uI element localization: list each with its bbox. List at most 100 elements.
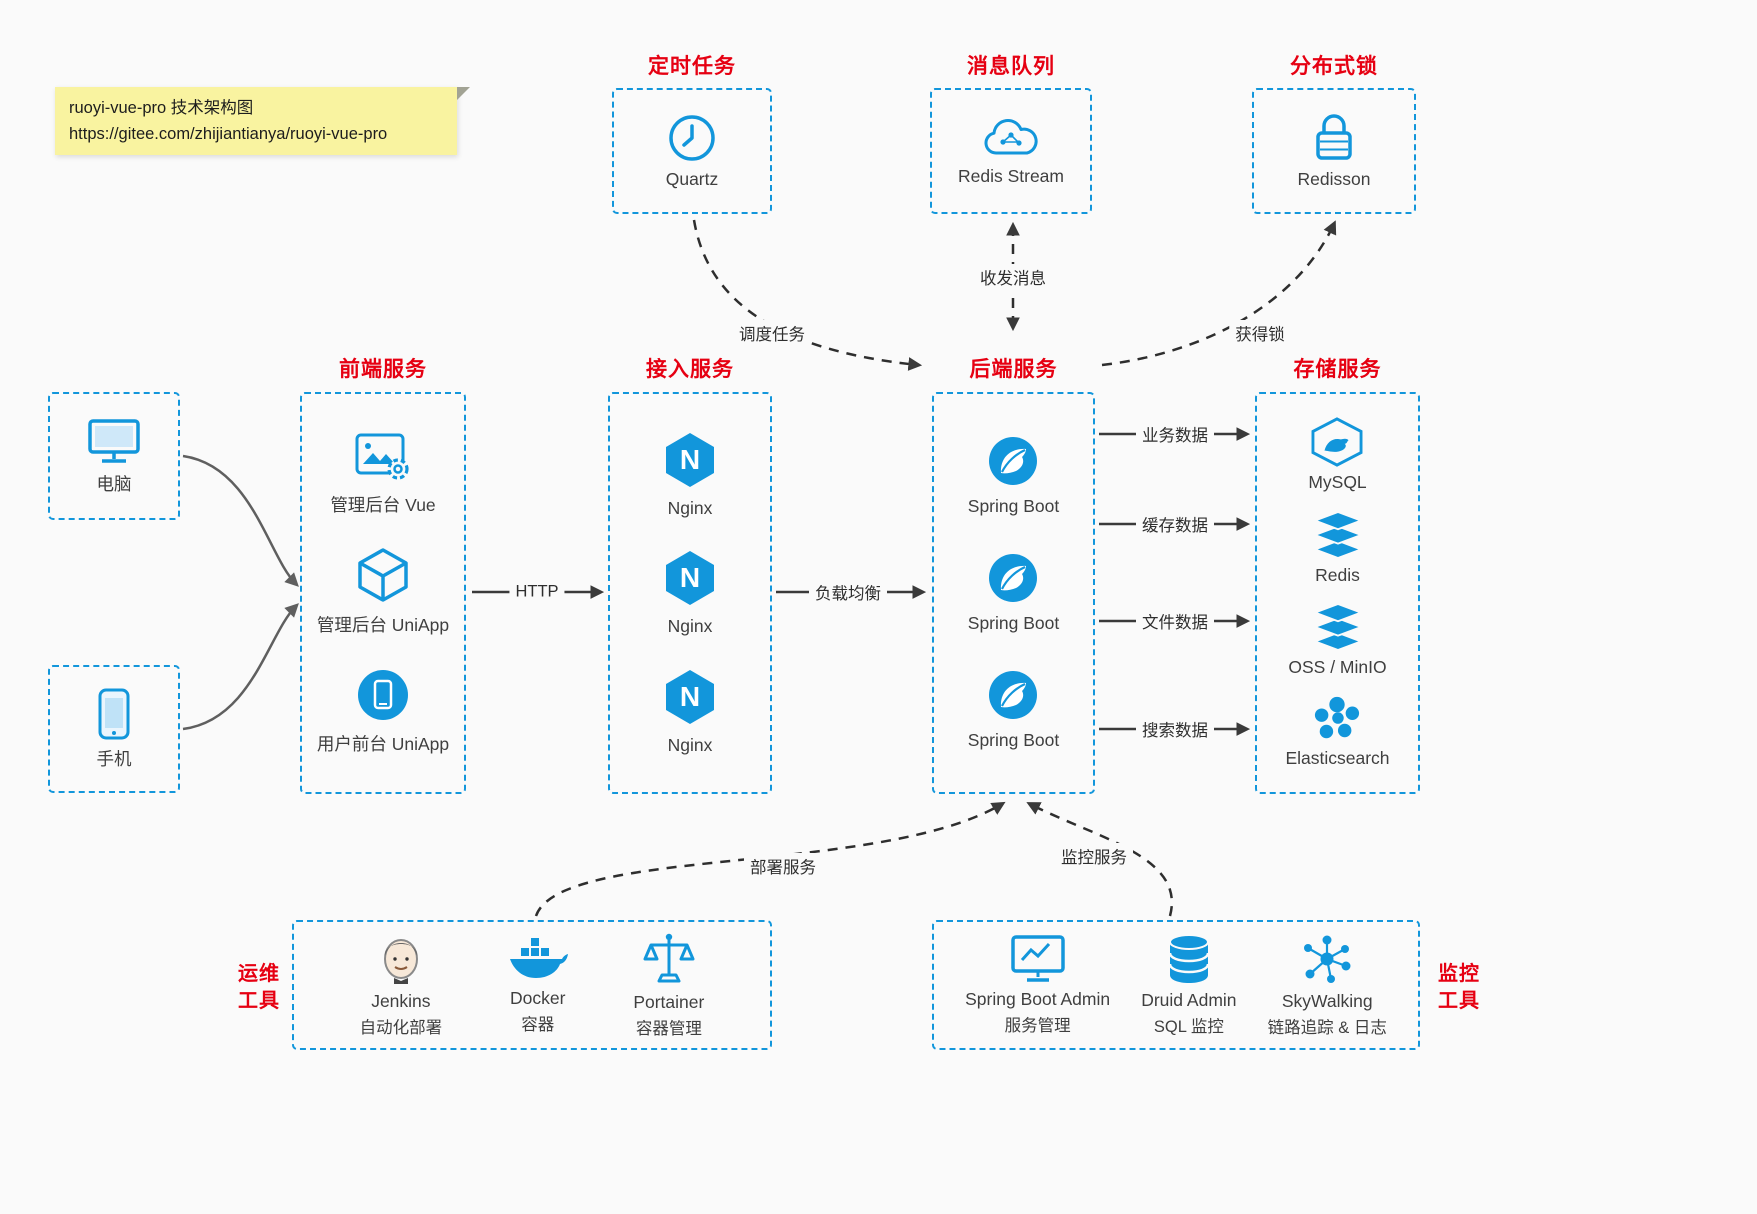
sticky-note: ruoyi-vue-pro 技术架构图 https://gitee.com/zh… xyxy=(55,87,470,155)
note-url: https://gitee.com/zhijiantianya/ruoyi-vu… xyxy=(69,125,388,143)
monitor-tools-label: 监控 工具 xyxy=(1433,961,1485,1015)
node-springboot-1: Spring Boot xyxy=(968,435,1059,517)
node-label: Nginx xyxy=(667,616,713,636)
monitor-tools-label-line1: 监控 xyxy=(1438,963,1480,985)
node-pc: 电脑 xyxy=(85,416,143,496)
node-nginx-2: N Nginx xyxy=(663,549,717,637)
phone-icon xyxy=(98,688,130,740)
nginx-icon: N xyxy=(666,551,714,605)
ops-tools-label: 运维 工具 xyxy=(233,961,285,1015)
nginx-icon: N xyxy=(666,669,714,724)
access-services-box: N Nginx N Nginx N Nginx xyxy=(608,392,772,794)
node-portainer: Portainer 容器管理 xyxy=(633,931,704,1039)
monitor-tools-label-line2: 工具 xyxy=(1438,990,1480,1012)
node-nginx-1: N Nginx xyxy=(663,431,717,519)
frontend-services-box: 管理后台 Vue 管理后台 UniApp 用户前台 UniApp xyxy=(300,392,466,794)
node-label: Redis Stream xyxy=(957,166,1064,186)
edge-label-monitor: 监控服务 xyxy=(1055,843,1133,869)
redis-stack-icon xyxy=(1311,510,1364,559)
node-phone: 手机 xyxy=(96,687,132,771)
node-druid-admin: Druid Admin SQL 监控 xyxy=(1141,933,1237,1037)
node-sublabel: 服务管理 xyxy=(1004,1017,1071,1035)
backend-services-box: Spring Boot Spring Boot Spring Boot xyxy=(932,392,1095,794)
quartz-box: Quartz xyxy=(612,88,772,214)
node-label: Spring Boot Admin xyxy=(965,989,1111,1009)
node-jenkins: Jenkins 自动化部署 xyxy=(359,932,443,1038)
column-title-backend: 后端服务 xyxy=(969,358,1058,381)
svg-text:N: N xyxy=(680,444,700,475)
node-quartz: Quartz xyxy=(665,112,719,190)
node-label: Portainer xyxy=(633,992,705,1012)
node-sublabel: 链路追踪 & 日志 xyxy=(1267,1019,1387,1037)
node-label: 管理后台 UniApp xyxy=(316,615,450,635)
node-label: Elasticsearch xyxy=(1285,748,1390,769)
note-title: ruoyi-vue-pro 技术架构图 xyxy=(69,99,254,117)
client-phone-box: 手机 xyxy=(48,665,180,793)
edge-label-message: 收发消息 xyxy=(974,264,1052,290)
node-sublabel: SQL 监控 xyxy=(1153,1018,1224,1036)
column-title-frontend: 前端服务 xyxy=(339,358,427,381)
column-title-access: 接入服务 xyxy=(646,358,734,381)
node-redis: Redis xyxy=(1311,510,1365,586)
column-title-storage: 存储服务 xyxy=(1293,358,1382,381)
group-title-message-queue: 消息队列 xyxy=(967,55,1055,78)
node-skywalking: SkyWalking 链路追踪 & 日志 xyxy=(1268,932,1387,1038)
node-label: Jenkins xyxy=(371,991,431,1011)
node-label: SkyWalking xyxy=(1281,991,1373,1011)
node-label: Nginx xyxy=(667,497,713,518)
spring-icon xyxy=(989,554,1038,602)
node-label: 用户前台 UniApp xyxy=(316,733,450,754)
group-title-scheduled-tasks: 定时任务 xyxy=(648,55,736,78)
node-label: Nginx xyxy=(667,734,713,755)
oss-stack-icon xyxy=(1311,603,1364,652)
nginx-icon: N xyxy=(666,432,714,487)
desktop-icon xyxy=(88,419,140,463)
node-label: Spring Boot xyxy=(967,613,1060,633)
node-redis-stream: Redis Stream xyxy=(958,115,1064,187)
spring-icon xyxy=(989,437,1038,485)
svg-text:N: N xyxy=(680,681,700,712)
vue-admin-icon xyxy=(355,433,409,480)
node-label: 管理后台 Vue xyxy=(330,494,436,515)
node-label: Redis xyxy=(1315,564,1360,585)
node-spring-boot-admin: Spring Boot Admin 服务管理 xyxy=(965,934,1110,1036)
node-label: 电脑 xyxy=(96,474,132,494)
mysql-icon xyxy=(1312,417,1363,467)
client-pc-box: 电脑 xyxy=(48,392,180,520)
node-label: Docker xyxy=(510,988,566,1008)
node-label: Druid Admin xyxy=(1141,990,1237,1010)
ops-tools-box: Jenkins 自动化部署 Docker 容器 xyxy=(292,920,772,1050)
group-title-distributed-lock: 分布式锁 xyxy=(1290,55,1378,78)
node-sublabel: 自动化部署 xyxy=(359,1019,443,1037)
storage-services-box: MySQL Redis OSS / MinIO xyxy=(1255,392,1420,794)
node-elasticsearch: Elasticsearch xyxy=(1285,695,1390,769)
clock-icon xyxy=(669,115,715,161)
node-user-uniapp: 用户前台 UniApp xyxy=(317,668,449,756)
node-admin-vue: 管理后台 Vue xyxy=(330,431,436,517)
edge-label-cache-data: 缓存数据 xyxy=(1136,511,1214,537)
database-cylinder-icon xyxy=(1168,934,1210,983)
note-fold-corner xyxy=(457,87,470,100)
uniapp-cube-icon xyxy=(358,548,408,602)
edge-label-schedule: 调度任务 xyxy=(733,320,811,346)
user-uniapp-icon xyxy=(357,669,408,720)
edge-label-lock: 获得锁 xyxy=(1229,320,1291,346)
docker-icon xyxy=(509,938,568,978)
redisson-box: Redisson xyxy=(1252,88,1416,214)
node-sublabel: 容器 xyxy=(521,1016,555,1034)
node-label: Quartz xyxy=(665,169,719,189)
portainer-icon xyxy=(643,933,695,983)
monitor-chart-icon xyxy=(1010,935,1065,982)
node-sublabel: 容器管理 xyxy=(635,1020,702,1038)
edge-label-search-data: 搜索数据 xyxy=(1136,716,1214,742)
node-oss-minio: OSS / MinIO xyxy=(1288,602,1387,678)
monitor-tools-box: Spring Boot Admin 服务管理 Druid Admin SQL 监… xyxy=(932,920,1420,1050)
node-mysql: MySQL xyxy=(1308,417,1367,493)
ops-tools-label-line2: 工具 xyxy=(238,990,280,1012)
node-label: OSS / MinIO xyxy=(1288,657,1387,678)
lock-icon xyxy=(1316,114,1352,160)
node-nginx-3: N Nginx xyxy=(663,668,717,756)
edge-label-business-data: 业务数据 xyxy=(1136,421,1214,447)
jenkins-icon xyxy=(383,939,418,984)
